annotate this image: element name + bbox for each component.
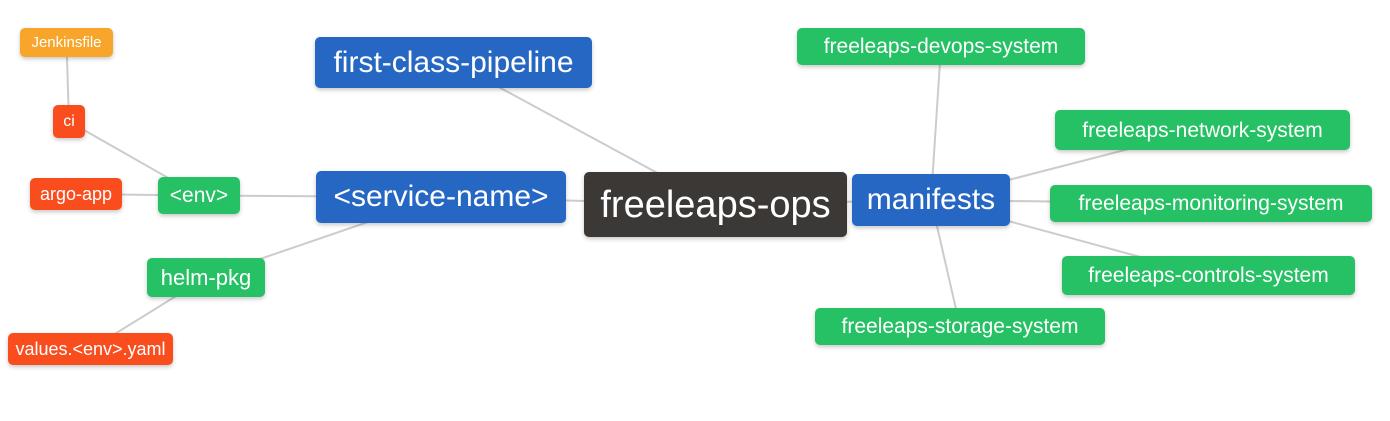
node-jenkinsfile[interactable]: Jenkinsfile: [20, 28, 113, 57]
node-freeleaps-devops-system[interactable]: freeleaps-devops-system: [797, 28, 1085, 65]
node-freeleaps-network-system[interactable]: freeleaps-network-system: [1055, 110, 1350, 150]
node-freeleaps-storage-system[interactable]: freeleaps-storage-system: [815, 308, 1105, 345]
node-service-name[interactable]: <service-name>: [316, 171, 566, 223]
node-freeleaps-monitoring-system[interactable]: freeleaps-monitoring-system: [1050, 185, 1372, 222]
node-values-env-yaml[interactable]: values.<env>.yaml: [8, 333, 173, 365]
node-freeleaps-controls-system[interactable]: freeleaps-controls-system: [1062, 256, 1355, 295]
node-freeleaps-ops[interactable]: freeleaps-ops: [584, 172, 847, 237]
node-manifests[interactable]: manifests: [852, 174, 1010, 226]
node-first-class-pipeline[interactable]: first-class-pipeline: [315, 37, 592, 88]
node-ci[interactable]: ci: [53, 105, 85, 138]
node-helm-pkg[interactable]: helm-pkg: [147, 258, 265, 297]
node-argo-app[interactable]: argo-app: [30, 178, 122, 210]
node-env[interactable]: <env>: [158, 177, 240, 214]
